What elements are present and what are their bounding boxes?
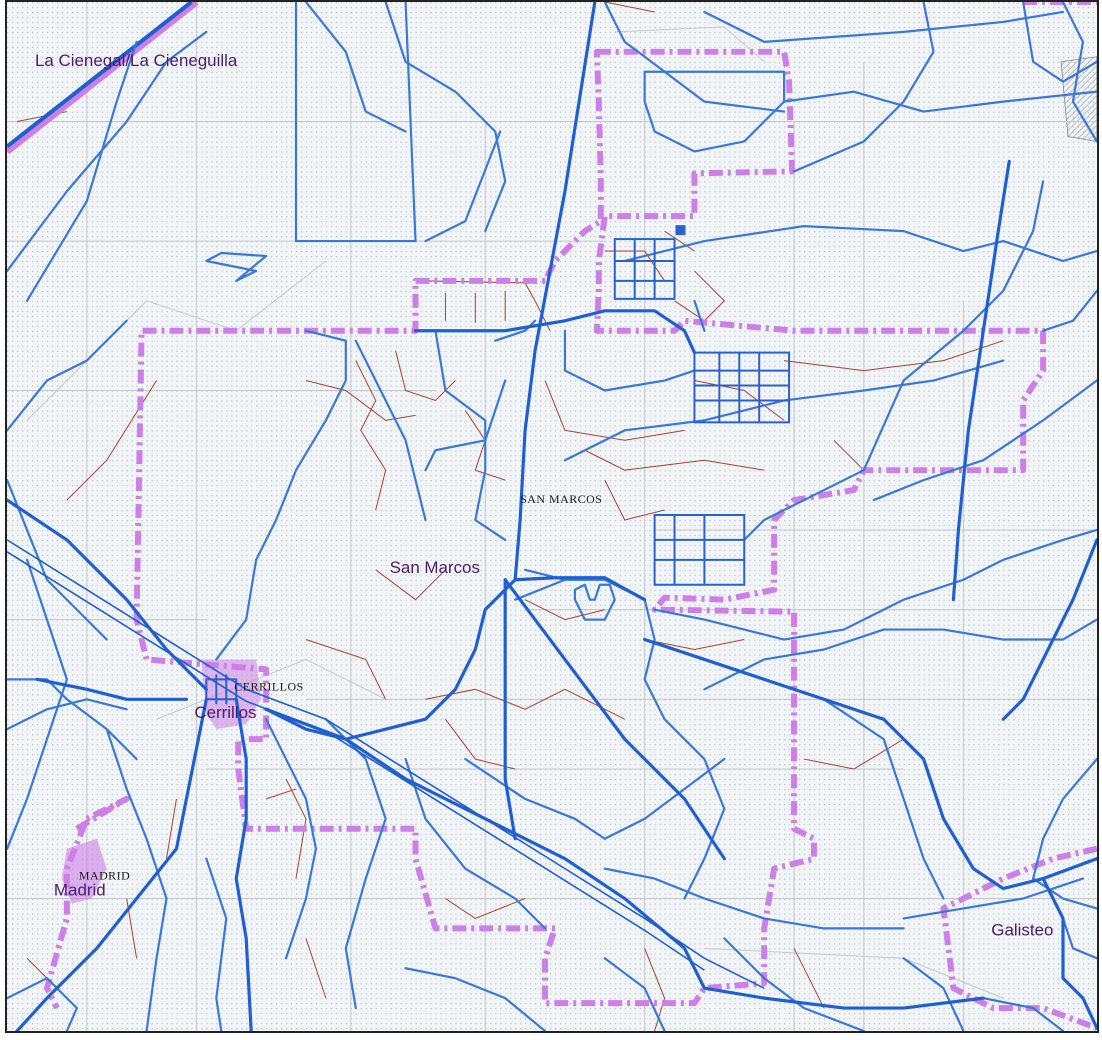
label-madrid-locality: MADRID	[79, 869, 130, 883]
label-la-cienega: La Cienegal/La Cieneguilla	[35, 51, 238, 70]
major-roads	[7, 2, 1097, 1031]
label-madrid: Madrid	[54, 881, 106, 900]
label-san-marcos-locality: SAN MARCOS	[520, 492, 602, 506]
map-canvas[interactable]: La Cienegal/La Cieneguilla SAN MARCOS Sa…	[7, 2, 1097, 1031]
map-frame[interactable]: La Cienegal/La Cieneguilla SAN MARCOS Sa…	[5, 0, 1099, 1033]
dot-grid	[7, 2, 1097, 1031]
cienega-highway	[7, 2, 193, 149]
minor-roads	[7, 2, 1097, 1031]
railroad	[7, 539, 765, 989]
label-san-marcos: San Marcos	[390, 558, 480, 577]
madrid-area	[61, 838, 107, 904]
label-cerrillos: Cerrillos	[194, 703, 256, 722]
cienega-boundary	[7, 2, 199, 155]
label-galisteo: Galisteo	[991, 920, 1053, 939]
label-cerrillos-locality: CERRILLOS	[234, 679, 303, 693]
